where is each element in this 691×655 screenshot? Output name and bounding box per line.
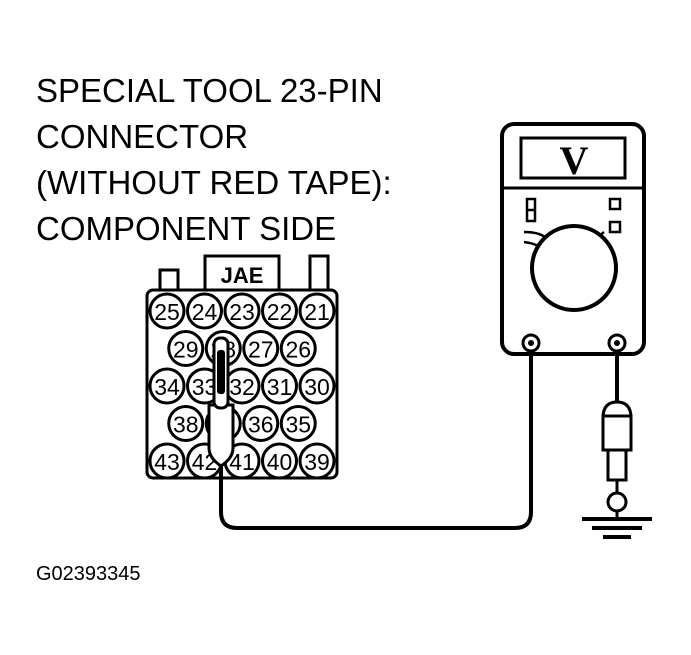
connector-pin-label: 27 xyxy=(248,337,274,363)
connector-pin-label: 30 xyxy=(304,374,330,400)
connector-pin-label: 25 xyxy=(154,299,180,325)
ground-lead xyxy=(601,351,633,518)
title-line-1: SPECIAL TOOL 23-PIN xyxy=(36,72,383,109)
connector-pin xyxy=(298,292,336,330)
connector-pins: 2524232221292827263433323130383635434241… xyxy=(148,292,336,480)
multimeter: V xyxy=(500,122,646,356)
connector: JAE 252423222129282726343332313038363543… xyxy=(145,254,339,480)
connector-pin-label: 26 xyxy=(285,337,311,363)
ground-icon xyxy=(582,517,652,539)
connector-right-tab xyxy=(308,254,330,294)
figure-id: G02393345 xyxy=(36,563,141,585)
connector-pin-label: 34 xyxy=(154,374,180,400)
connector-pin-label: 39 xyxy=(304,449,330,475)
connector-pin xyxy=(167,405,205,442)
title-line-2: CONNECTOR xyxy=(36,118,248,155)
test-lead-wire xyxy=(219,345,533,530)
connector-pin-label: 38 xyxy=(173,412,199,438)
connector-pin xyxy=(261,292,298,330)
connector-pin-label: 32 xyxy=(229,374,255,400)
multimeter-dial xyxy=(530,224,618,312)
connector-pin-label: 22 xyxy=(267,299,293,325)
connector-pin xyxy=(167,330,205,367)
title-line-3: (WITHOUT RED TAPE): xyxy=(36,164,392,201)
connector-pin xyxy=(148,442,186,480)
connector-tab-label: JAE xyxy=(221,263,264,288)
back-probe xyxy=(207,336,235,468)
connector-pin xyxy=(242,330,280,367)
connector-pin-label: 24 xyxy=(192,299,218,325)
connector-pin-label: 29 xyxy=(173,337,199,363)
connector-pin-label: 36 xyxy=(248,412,274,438)
title-block: SPECIAL TOOL 23-PIN CONNECTOR (WITHOUT R… xyxy=(36,72,392,247)
connector-pin-label: 31 xyxy=(267,374,293,400)
connector-pin-label: 43 xyxy=(154,449,180,475)
connector-pin xyxy=(261,367,298,405)
connector-pin xyxy=(242,405,280,442)
multimeter-button-top xyxy=(608,197,622,211)
connector-pin-label: 35 xyxy=(285,412,311,438)
connector-pin xyxy=(298,442,336,480)
connector-jae-tab xyxy=(203,254,281,294)
connector-pin xyxy=(186,292,223,330)
connector-pin-label: 23 xyxy=(229,299,255,325)
connector-pin xyxy=(279,405,317,442)
connector-pin xyxy=(261,442,298,480)
title-line-4: COMPONENT SIDE xyxy=(36,210,336,247)
multimeter-display xyxy=(519,136,627,180)
connector-pin xyxy=(279,330,317,367)
connector-pin xyxy=(148,292,186,330)
multimeter-display-symbol: V xyxy=(560,138,589,183)
connector-pin-label: 21 xyxy=(304,299,330,325)
connector-pin xyxy=(148,367,186,405)
connector-pin xyxy=(223,292,261,330)
multimeter-button-bottom xyxy=(608,220,622,234)
connector-pin-label: 40 xyxy=(267,449,293,475)
connector-pin xyxy=(298,367,336,405)
